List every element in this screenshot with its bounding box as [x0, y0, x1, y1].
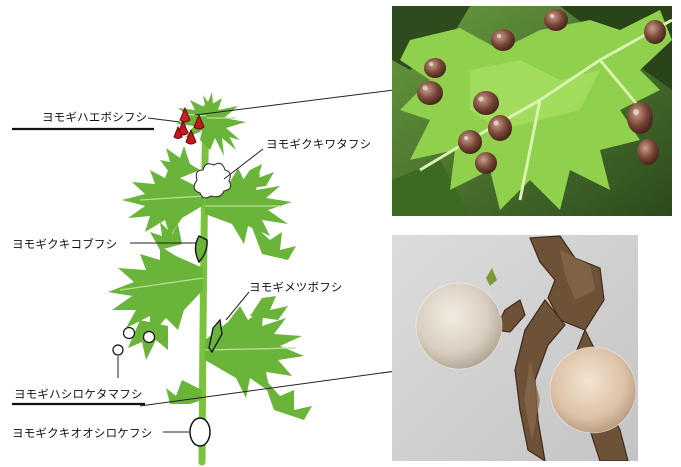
- leaf-left-upper: [122, 146, 204, 236]
- label-kikobu: ヨモギクキコブフシ: [12, 237, 117, 251]
- label-kiwata: ヨモギクキワタフシ: [266, 137, 371, 151]
- stem-white-gall: [190, 418, 210, 446]
- woolly-gall-photo: [392, 235, 638, 461]
- label-kiooshiro: ヨモギクキオオシロケフシ: [12, 426, 152, 440]
- label-hae: ヨモギハエボシフシ: [42, 110, 147, 124]
- label-hashiro: ヨモギハシロケタマフシ: [14, 387, 143, 401]
- top-leaf-cluster: [176, 92, 246, 156]
- leaf-gall-photo: [392, 6, 672, 216]
- label-metsubo: ヨモギメツボフシ: [249, 280, 343, 294]
- leaf-right-middle: [205, 296, 312, 420]
